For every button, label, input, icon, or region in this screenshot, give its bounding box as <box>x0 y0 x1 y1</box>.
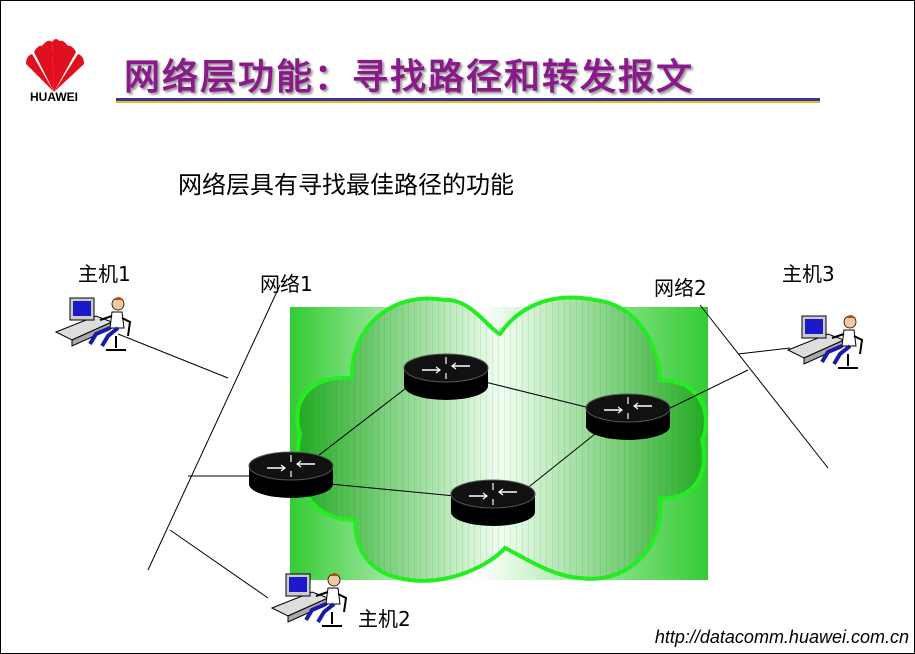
subtitle: 网络层具有寻找最佳路径的功能 <box>178 171 514 199</box>
host1-link <box>117 333 229 379</box>
cloud-hatching <box>297 297 706 581</box>
host2-link <box>169 529 269 599</box>
title-underline-accent <box>116 101 820 103</box>
network1-label: 网络1 <box>260 272 313 296</box>
footer-url: http://datacomm.huawei.com.cn <box>654 627 909 647</box>
network1-bus <box>147 284 281 571</box>
router-icon <box>248 451 334 499</box>
workstation-icon <box>54 295 132 352</box>
host3-label: 主机3 <box>782 262 835 286</box>
brand-name: HUAWEI <box>30 90 78 104</box>
title-underline <box>116 98 820 101</box>
router-icon <box>403 353 489 401</box>
page-title: 网络层功能：寻找路径和转发报文 <box>124 57 695 98</box>
host3-link <box>737 347 791 355</box>
network2-label: 网络2 <box>654 276 707 300</box>
router-link <box>329 483 456 497</box>
router-link <box>484 381 591 409</box>
router-icon <box>450 479 536 527</box>
workstation-icon <box>786 313 864 370</box>
workstation-icon <box>270 571 348 628</box>
router-link <box>309 384 411 463</box>
host2-label: 主机2 <box>358 607 411 631</box>
host1-label: 主机1 <box>78 262 131 286</box>
router-link <box>665 369 749 411</box>
network2-bus <box>699 304 829 469</box>
router-link <box>524 429 601 491</box>
router-icon <box>585 393 671 441</box>
huawei-logo-icon <box>26 39 84 92</box>
